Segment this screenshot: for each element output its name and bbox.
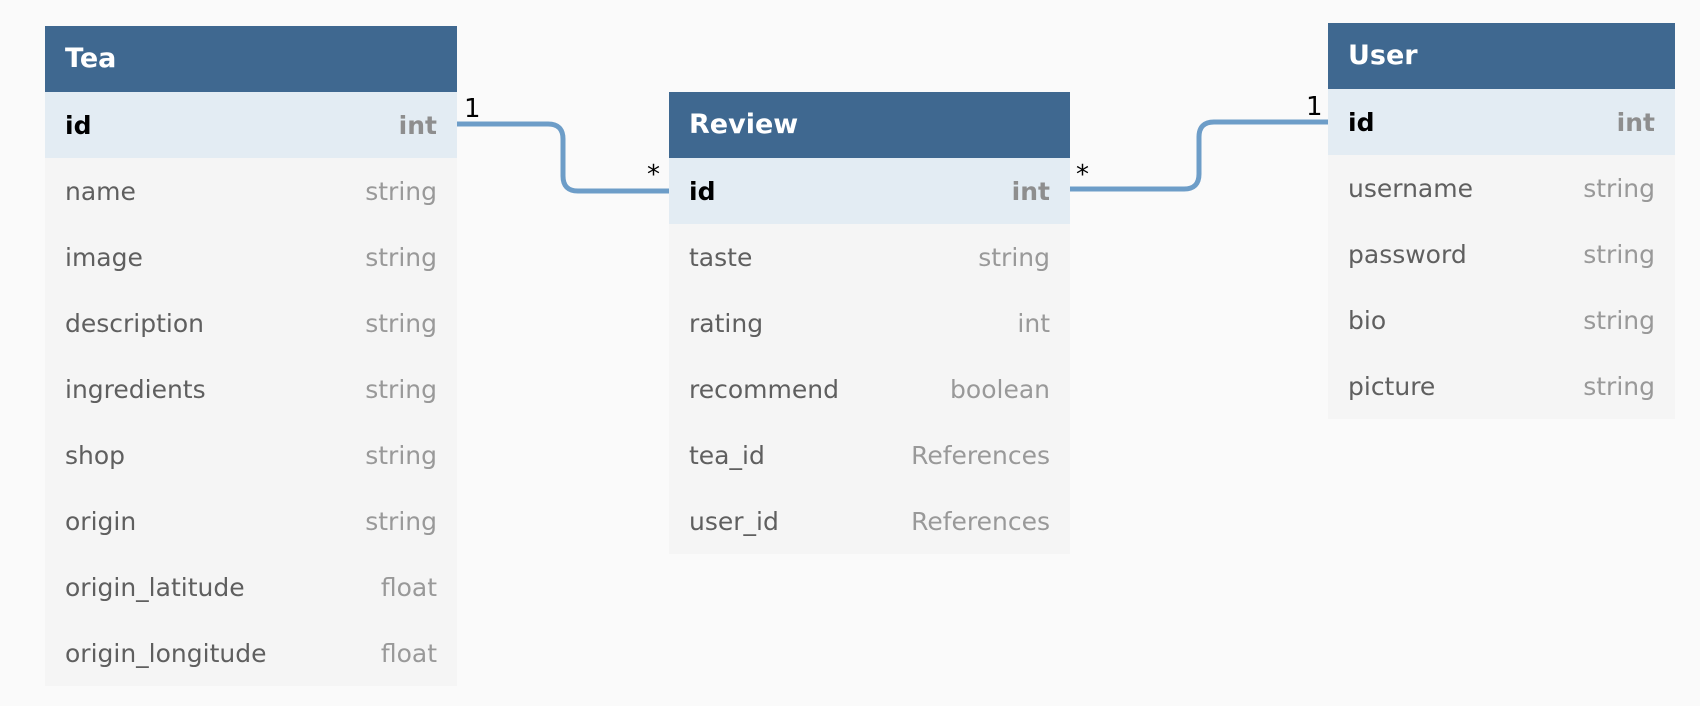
- table-row: id int: [1328, 89, 1675, 155]
- review-table[interactable]: Review id int taste string rating int re…: [669, 92, 1070, 554]
- table-row: taste string: [669, 224, 1070, 290]
- user-review-connector: [1070, 119, 1328, 192]
- field-name: picture: [1348, 371, 1436, 401]
- field-name: taste: [689, 242, 753, 272]
- field-type: string: [365, 374, 437, 404]
- table-row: username string: [1328, 155, 1675, 221]
- field-type: string: [365, 506, 437, 536]
- review-table-title: Review: [669, 92, 1070, 158]
- table-row: shop string: [45, 422, 457, 488]
- field-name: image: [65, 242, 143, 272]
- table-row: origin string: [45, 488, 457, 554]
- field-type: float: [380, 638, 437, 668]
- field-type: string: [365, 308, 437, 338]
- field-type: string: [1583, 371, 1655, 401]
- user-table-title: User: [1328, 23, 1675, 89]
- field-type: boolean: [950, 374, 1050, 404]
- tea-review-cardinality-many: *: [647, 160, 660, 190]
- tea-review-connector: [457, 121, 669, 194]
- field-type: string: [978, 242, 1050, 272]
- field-name: rating: [689, 308, 764, 338]
- field-type: References: [911, 506, 1050, 536]
- table-row: id int: [669, 158, 1070, 224]
- field-type: string: [365, 440, 437, 470]
- table-row: id int: [45, 92, 457, 158]
- tea-table[interactable]: Tea id int name string image string desc…: [45, 26, 457, 686]
- field-name: origin_longitude: [65, 638, 267, 668]
- field-name: origin_latitude: [65, 572, 245, 602]
- field-name: name: [65, 176, 136, 206]
- field-name: origin: [65, 506, 137, 536]
- table-row: tea_id References: [669, 422, 1070, 488]
- field-type: string: [1583, 173, 1655, 203]
- field-type: References: [911, 440, 1050, 470]
- table-row: recommend boolean: [669, 356, 1070, 422]
- user-review-cardinality-one: 1: [1306, 92, 1323, 122]
- field-name: id: [65, 110, 92, 140]
- field-type: int: [1011, 176, 1050, 206]
- table-row: description string: [45, 290, 457, 356]
- table-row: origin_longitude float: [45, 620, 457, 686]
- user-table[interactable]: User id int username string password str…: [1328, 23, 1675, 419]
- field-name: ingredients: [65, 374, 206, 404]
- field-type: int: [398, 110, 437, 140]
- field-type: string: [365, 242, 437, 272]
- field-type: string: [1583, 305, 1655, 335]
- field-name: shop: [65, 440, 126, 470]
- field-name: recommend: [689, 374, 839, 404]
- tea-table-title: Tea: [45, 26, 457, 92]
- table-row: password string: [1328, 221, 1675, 287]
- field-name: id: [1348, 107, 1375, 137]
- field-name: username: [1348, 173, 1473, 203]
- field-name: password: [1348, 239, 1467, 269]
- table-row: bio string: [1328, 287, 1675, 353]
- table-row: rating int: [669, 290, 1070, 356]
- field-name: tea_id: [689, 440, 765, 470]
- field-type: string: [1583, 239, 1655, 269]
- table-row: picture string: [1328, 353, 1675, 419]
- field-name: bio: [1348, 305, 1387, 335]
- user-review-cardinality-many: *: [1076, 160, 1089, 190]
- table-row: image string: [45, 224, 457, 290]
- tea-review-cardinality-one: 1: [464, 94, 481, 124]
- field-name: user_id: [689, 506, 779, 536]
- field-name: id: [689, 176, 716, 206]
- table-row: ingredients string: [45, 356, 457, 422]
- field-type: int: [1616, 107, 1655, 137]
- field-type: float: [380, 572, 437, 602]
- field-type: int: [1017, 308, 1050, 338]
- field-name: description: [65, 308, 205, 338]
- table-row: user_id References: [669, 488, 1070, 554]
- table-row: origin_latitude float: [45, 554, 457, 620]
- table-row: name string: [45, 158, 457, 224]
- field-type: string: [365, 176, 437, 206]
